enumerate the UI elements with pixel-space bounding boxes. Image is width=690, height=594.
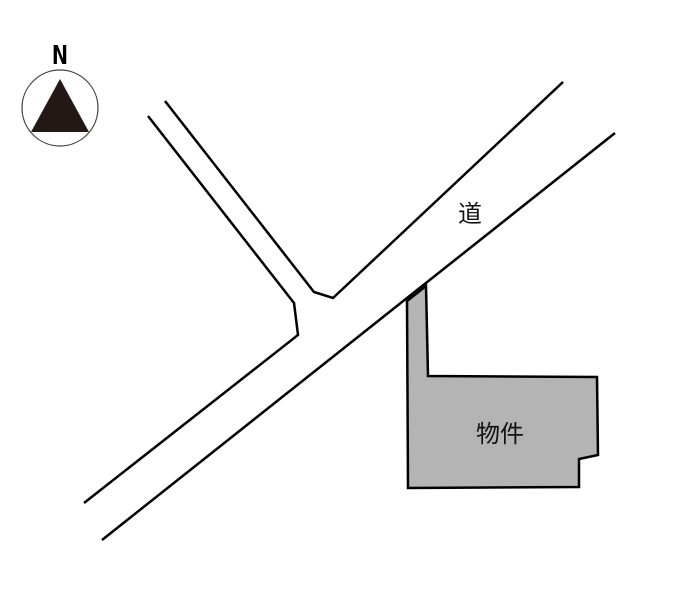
property-shape [405, 283, 600, 490]
road: 道 [83, 81, 616, 541]
compass: N [21, 41, 99, 147]
north-label: N [52, 41, 68, 71]
property-label: 物件 [476, 420, 524, 448]
road-edge-lower-right [101, 132, 616, 541]
property-parcel: 物件 [405, 283, 600, 490]
road-edge-upper [164, 81, 564, 300]
road-label: 道 [458, 200, 482, 228]
road-edge-lower-left [83, 115, 300, 504]
north-arrow-icon [31, 79, 89, 132]
